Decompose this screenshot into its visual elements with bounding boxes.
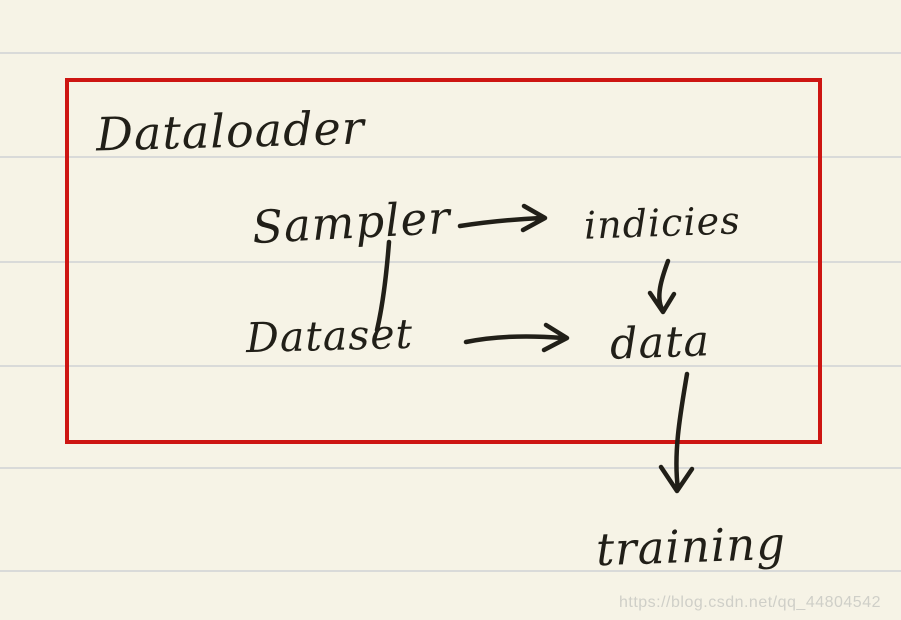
node-training: training (595, 516, 787, 577)
dataloader-box (65, 78, 822, 444)
ruled-line (0, 261, 901, 263)
label-dataloader: Dataloader (95, 100, 366, 162)
ruled-line (0, 467, 901, 469)
node-dataset: Dataset (245, 309, 414, 363)
node-sampler: Sampler (250, 190, 452, 255)
watermark: https://blog.csdn.net/qq_44804542 (618, 594, 881, 611)
ruled-line (0, 570, 901, 572)
ruled-line (0, 156, 901, 158)
node-data: data (609, 316, 711, 370)
ruled-line (0, 52, 901, 54)
ruled-line (0, 365, 901, 367)
node-indicies: indicies (583, 198, 742, 248)
